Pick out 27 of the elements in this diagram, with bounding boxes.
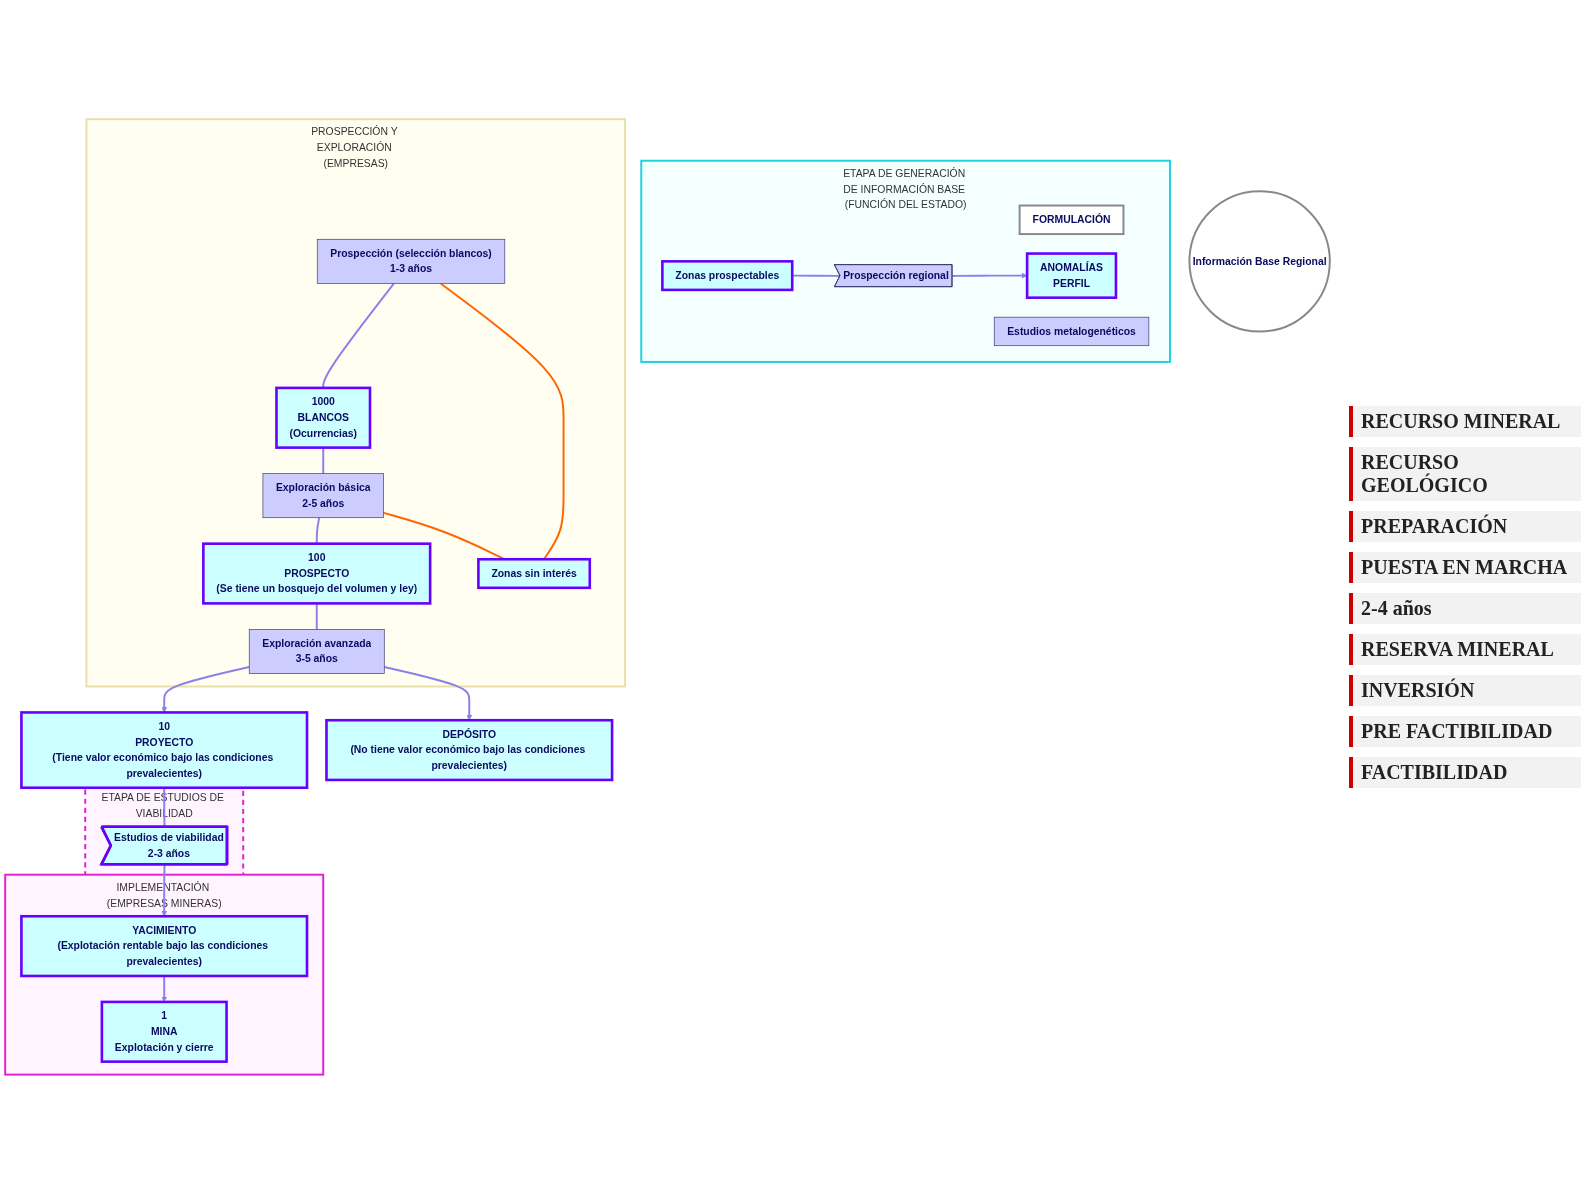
annotation-text: INVERSIÓN (1349, 674, 1581, 706)
node-box: 100 PROSPECTO (Se tiene un bosquejo del volumen y ley) (202, 542, 432, 605)
node-box: 1 MINA Explotación y cierre (100, 1000, 228, 1063)
node-box: Zonas sin interés (477, 557, 592, 589)
node-box: YACIMIENTO (Explotación rentable bajo las condiciones prevalecientes) (20, 914, 309, 977)
annotation-text: RECURSO GEOLÓGICO (1349, 446, 1581, 501)
node-box: 10 PROYECTO (Tiene valor económico bajo las condiciones prevalecientes) (20, 710, 309, 789)
node-circle: Información Base Regional (1188, 189, 1331, 333)
annotation-text: 2-4 años (1349, 592, 1581, 624)
node-box: Estudios metalogenéticos (993, 316, 1150, 346)
node-box: ANOMALÍAS PERFIL (1025, 251, 1118, 299)
node-box: Exploración básica 2-5 años (262, 472, 384, 518)
connector (315, 602, 318, 630)
node-box: 1000 BLANCOS (Ocurrencias) (275, 386, 372, 449)
node-box: Zonas prospectables (661, 259, 794, 291)
node-box: Exploración avanzada 3-5 años (248, 628, 385, 674)
annotation-text: PREPARACIÓN (1349, 510, 1581, 542)
annotation-text: PRE FACTIBILIDAD (1349, 715, 1581, 747)
arrow (951, 272, 1028, 279)
annotation-text: RESERVA MINERAL (1349, 633, 1581, 665)
annotation-text: FACTIBILIDAD (1349, 756, 1581, 788)
node-box: FORMULACIÓN (1018, 204, 1125, 235)
node-box: Prospección (selección blancos) 1-3 años (316, 238, 506, 284)
node-box: DEPÓSITO (No tiene valor económico bajo las condiciones prevalecientes) (325, 718, 614, 781)
annotation-text: RECURSO MINERAL (1349, 405, 1581, 437)
annotation-text: PUESTA EN MARCHA (1349, 551, 1581, 583)
arrow (161, 665, 251, 713)
